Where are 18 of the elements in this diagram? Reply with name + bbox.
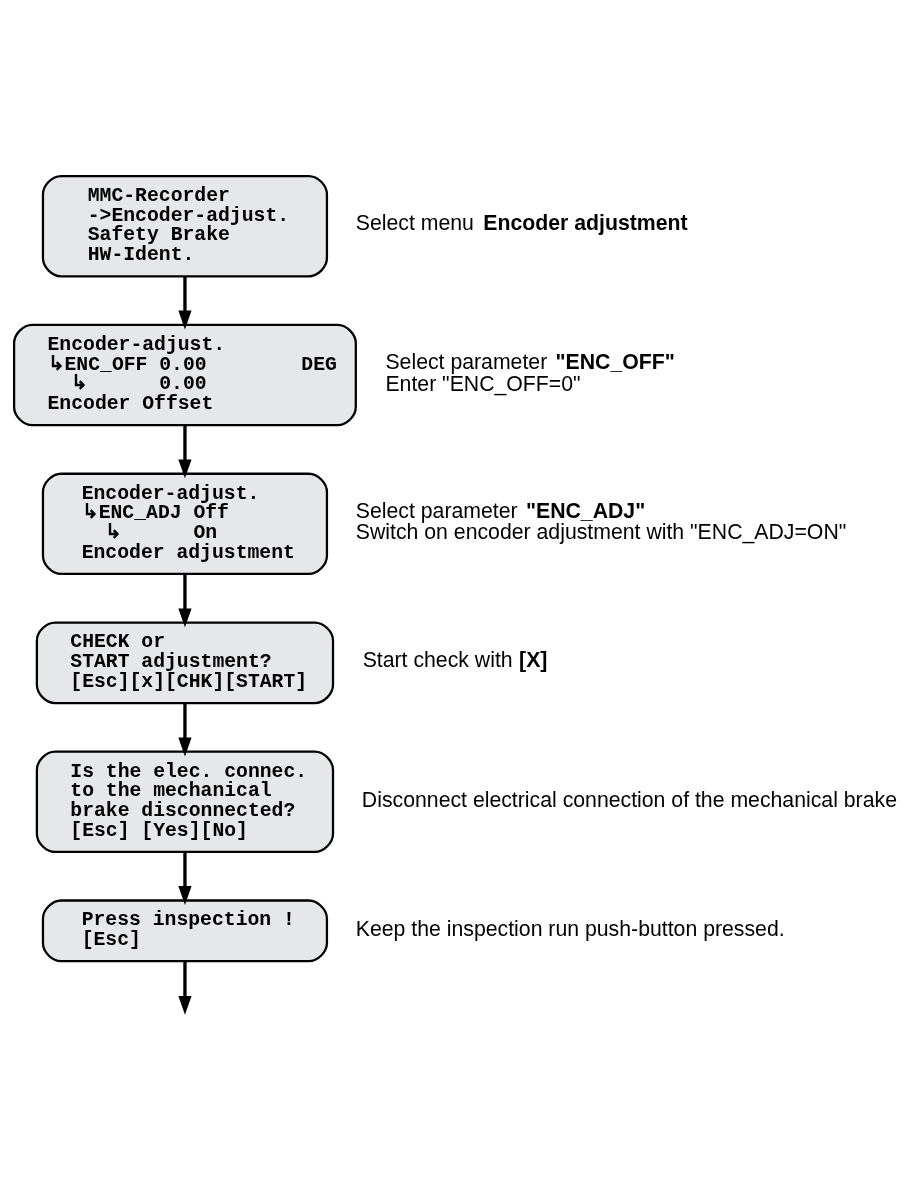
node-box: Encoder-adjust. ↳ENC_OFF 0.00 DEG ↳ 0.00 Encoder Offset bbox=[12, 323, 357, 427]
node-box: CHECK or START adjustment? [Esc][x][CHK][START] bbox=[35, 621, 335, 705]
node-box: Press inspection ! [Esc] bbox=[41, 899, 329, 963]
node-label: Start check with [X] bbox=[362, 647, 548, 672]
arrow bbox=[178, 574, 192, 628]
node-label: Keep the inspection run push-button pressed. bbox=[355, 917, 785, 942]
node-box: Encoder-adjust. ↳ENC_ADJ Off ↳ On Encoder adjustment bbox=[41, 472, 329, 576]
arrow bbox=[178, 852, 192, 905]
node-box: MMC-Recorder ->Encoder-adjust. Safety Brake HW-Ident. bbox=[41, 174, 329, 278]
node-label: Select parameter "ENC_ADJ" bbox=[355, 499, 646, 524]
node-label: Select parameter "ENC_OFF" bbox=[385, 350, 675, 375]
node-box: Is the elec. connec. to the mechanical brake disconnected? [Esc] [Yes][No] bbox=[35, 750, 335, 854]
arrow bbox=[178, 961, 192, 1015]
arrow bbox=[178, 425, 192, 479]
node-label: Disconnect electrical connection of the mechanical brake bbox=[361, 788, 897, 813]
node-label: Select menu Encoder adjustment bbox=[355, 211, 688, 236]
arrow bbox=[178, 703, 192, 757]
arrow bbox=[178, 276, 192, 330]
